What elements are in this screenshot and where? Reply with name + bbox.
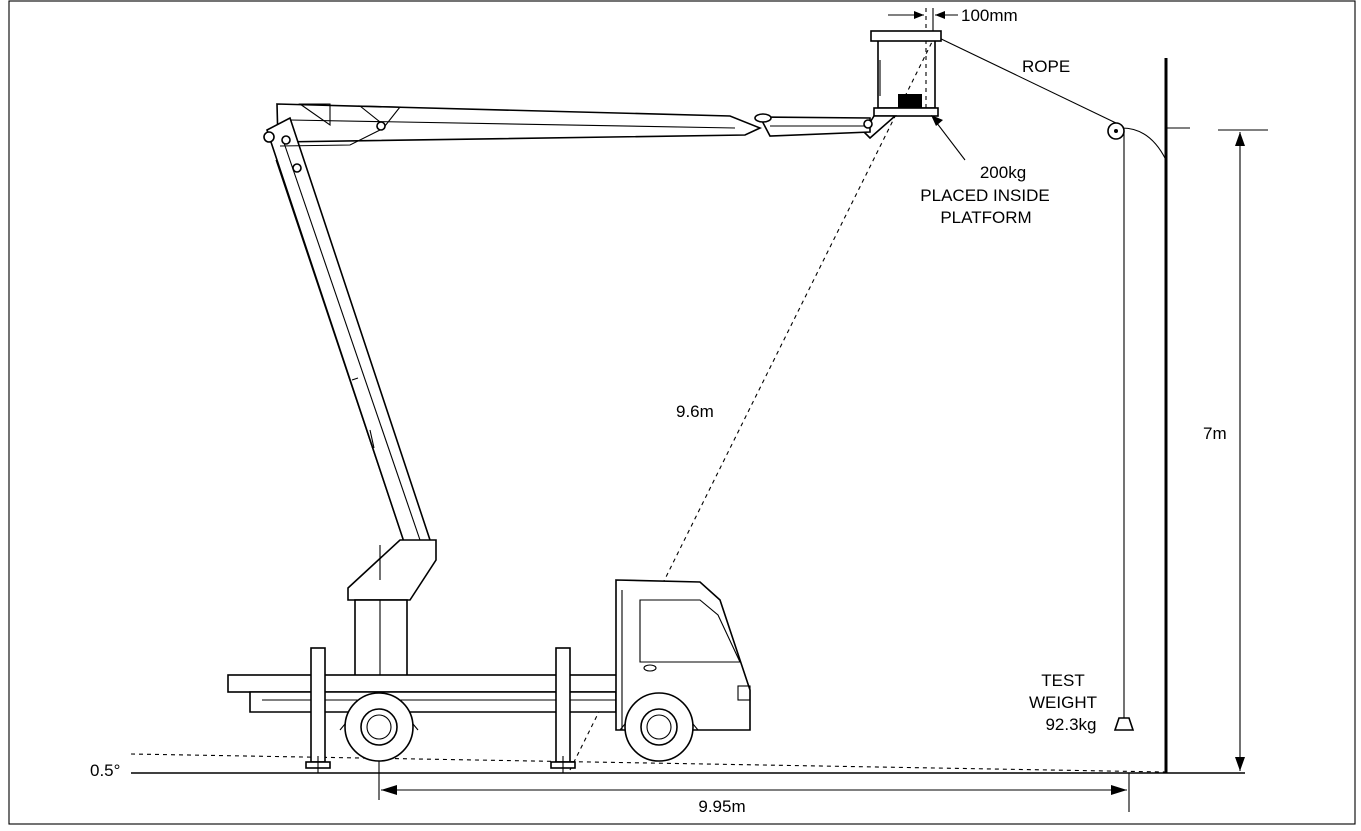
load-label-3: PLATFORM: [940, 208, 1031, 227]
rope-label: ROPE: [1022, 57, 1070, 76]
test-label-3: 92.3kg: [1045, 715, 1096, 734]
load-block: [898, 94, 922, 108]
load-leader: [932, 117, 966, 161]
arrow-right-small-icon: [914, 11, 924, 19]
truck-cab: [615, 579, 751, 731]
test-label-1: TEST: [1041, 671, 1084, 690]
lower-boom: [263, 116, 432, 550]
arrow-up-icon: [1235, 132, 1245, 146]
reach-label: 9.6m: [676, 402, 714, 421]
pulley-arm: [1121, 127, 1167, 161]
turret: [347, 539, 437, 677]
test-label-2: WEIGHT: [1029, 693, 1097, 712]
arrow-right-icon: [1111, 785, 1127, 795]
rope-line: [934, 35, 1117, 124]
arrow-left-small-icon: [935, 11, 945, 19]
arrow-left-icon: [381, 785, 397, 795]
rear-wheel: [339, 692, 419, 762]
diagram-frame: [8, 0, 1356, 825]
gap-label: 100mm: [961, 6, 1018, 25]
pulley-axle: [1114, 129, 1118, 133]
load-label-2: PLACED INSIDE: [920, 186, 1049, 205]
arrow-down-icon: [1235, 757, 1245, 771]
test-weight-icon: [1113, 717, 1135, 731]
height-label: 7m: [1203, 424, 1227, 443]
horizontal-label: 9.95m: [698, 797, 745, 816]
load-label-1: 200kg: [980, 163, 1026, 182]
angle-label: 0.5°: [90, 761, 120, 780]
front-wheel: [619, 692, 699, 762]
platform-basket: [862, 30, 942, 140]
leader-arrow-icon: [931, 115, 943, 126]
